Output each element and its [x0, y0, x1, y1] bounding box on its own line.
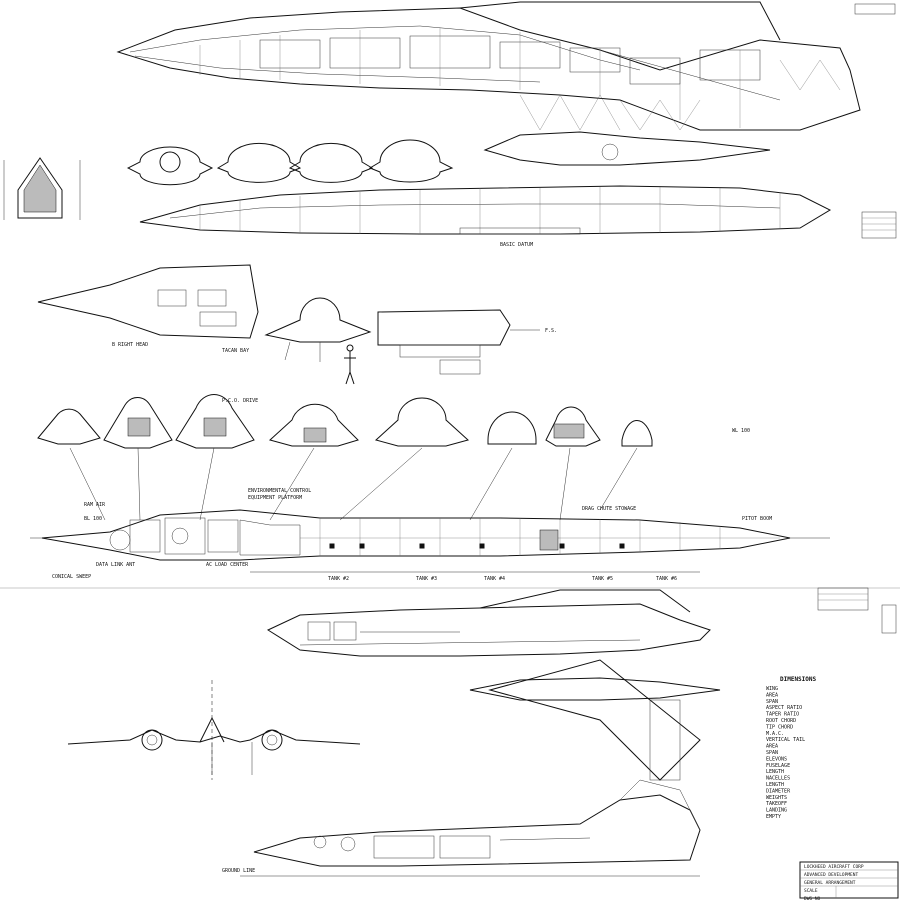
- title-block-row: GENERAL ARRANGEMENT: [804, 880, 856, 886]
- title-block-row: LOCKHEED AIRCRAFT CORP: [804, 864, 864, 870]
- label-data-link: DATA LINK ANT: [96, 562, 135, 568]
- svg-text:BASIC DATUM: BASIC DATUM: [500, 242, 533, 248]
- spec-row: VERTICAL TAIL: [766, 737, 805, 743]
- label-ac-load: AC LOAD CENTER: [206, 562, 249, 568]
- label-tacan-bay: TACAN BAY: [222, 348, 249, 354]
- spec-row: AREA: [766, 744, 778, 750]
- label-b-right-head: B RIGHT HEAD: [112, 342, 148, 348]
- side-profile-1: BASIC DATUM: [139, 185, 897, 248]
- tank-3-label: TANK #3: [416, 576, 437, 582]
- spec-row: DIAMETER: [766, 788, 791, 794]
- label-conical-sweep: CONICAL SWEEP: [52, 574, 91, 580]
- top-plan-view: [116, 1, 896, 166]
- title-block-row: SCALE: [804, 888, 818, 894]
- spec-row: TAKEOFF: [766, 801, 787, 807]
- tank-4-label: TANK #4: [484, 576, 505, 582]
- tank-6-label: TANK #6: [656, 576, 677, 582]
- spec-heading: DIMENSIONS: [780, 676, 817, 683]
- spec-row: LENGTH: [766, 782, 784, 788]
- spec-row: ELEVONS: [766, 756, 787, 762]
- bay-side-view: F.S.: [377, 309, 557, 375]
- title-block: LOCKHEED AIRCRAFT CORP ADVANCED DEVELOPME…: [799, 861, 899, 902]
- spec-row: WING: [766, 686, 778, 692]
- spec-row: LENGTH: [766, 769, 784, 775]
- spec-row: SPAN: [766, 750, 778, 756]
- svg-text:WL 100: WL 100: [732, 428, 750, 434]
- label-drag-chute: DRAG CHUTE STOWAGE: [582, 506, 636, 512]
- front-view-bottom: [67, 680, 361, 780]
- spec-row: SPAN: [766, 699, 778, 705]
- spec-row: ASPECT RATIO: [766, 705, 802, 711]
- svg-text:F.S.: F.S.: [545, 328, 557, 334]
- nose-plan-detail: B RIGHT HEAD TACAN BAY: [37, 264, 259, 354]
- title-block-row: DWG NO: [804, 896, 821, 900]
- label-equipment-platform: EQUIPMENT PLATFORM: [248, 495, 302, 501]
- label-environmental: ENVIRONMENTAL CONTROL: [248, 488, 311, 494]
- tank-2-label: TANK #2: [328, 576, 349, 582]
- spec-row: ROOT CHORD: [766, 718, 796, 724]
- spec-row: WEIGHTS: [766, 795, 787, 801]
- cross-sections-row-2: P.C.O. DRIVE WL 100: [37, 393, 750, 449]
- spec-row: EMPTY: [766, 814, 781, 820]
- label-bl-100: BL 100: [84, 516, 102, 522]
- spec-row: FUSELAGE: [766, 763, 790, 769]
- label-ram-air: RAM AIR: [84, 502, 106, 508]
- label-pco-drive: P.C.O. DRIVE: [222, 398, 258, 404]
- front-view-with-figure: [264, 297, 372, 385]
- cross-sections-row-1: [3, 139, 454, 220]
- section-leader-lines: [69, 447, 638, 521]
- spec-row: M.A.C.: [766, 731, 784, 737]
- side-profile-2: TANK #2 TANK #3 TANK #4 TANK #5 TANK #6 …: [30, 488, 830, 582]
- spec-row: AREA: [766, 692, 778, 698]
- spec-row: TAPER RATIO: [766, 712, 799, 718]
- title-block-row: ADVANCED DEVELOPMENT: [804, 872, 858, 878]
- tank-5-label: TANK #5: [592, 576, 613, 582]
- label-pitot-boom: PITOT BOOM: [742, 516, 772, 522]
- spec-row: NACELLES: [766, 776, 790, 782]
- label-ground-line: GROUND LINE: [222, 868, 255, 874]
- spec-row: TIP CHORD: [766, 724, 793, 730]
- spec-row: LANDING: [766, 808, 787, 814]
- side-profile-bottom: GROUND LINE LOCKHEED AIRCRAFT CORP ADVANC…: [222, 779, 899, 902]
